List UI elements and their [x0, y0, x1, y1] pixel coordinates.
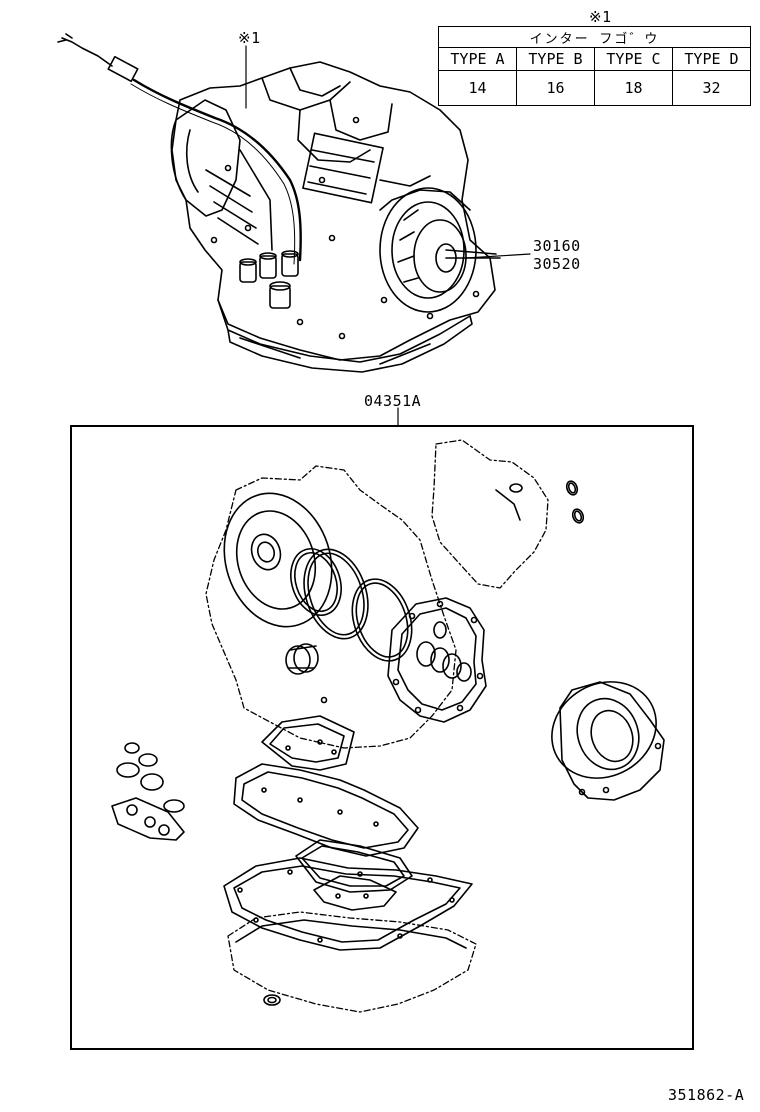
type-a-value: 14	[438, 70, 517, 106]
transaxle-assembly	[57, 33, 531, 373]
figure-code: 351862-A	[668, 1086, 745, 1104]
gasket-type-table: インター フゴ゛ウ TYPE A TYPE B TYPE C TYPE D 14…	[438, 26, 751, 106]
type-a-label: TYPE A	[438, 47, 517, 71]
type-b-value: 16	[516, 70, 595, 106]
type-table-header: インター フゴ゛ウ	[438, 26, 751, 48]
note-marker-table: ※1	[589, 8, 612, 26]
type-b-label: TYPE B	[516, 47, 595, 71]
overhaul-kit-frame	[70, 425, 694, 1050]
overhaul-kit-parts	[111, 439, 665, 1013]
type-d-value: 32	[672, 70, 751, 106]
part-number-30160[interactable]: 30160	[533, 237, 581, 255]
part-number-30520[interactable]: 30520	[533, 255, 581, 273]
kit-part-number[interactable]: 04351A	[364, 392, 422, 410]
type-d-label: TYPE D	[672, 47, 751, 71]
type-c-label: TYPE C	[594, 47, 673, 71]
type-c-value: 18	[594, 70, 673, 106]
note-marker-main: ※1	[238, 29, 261, 47]
